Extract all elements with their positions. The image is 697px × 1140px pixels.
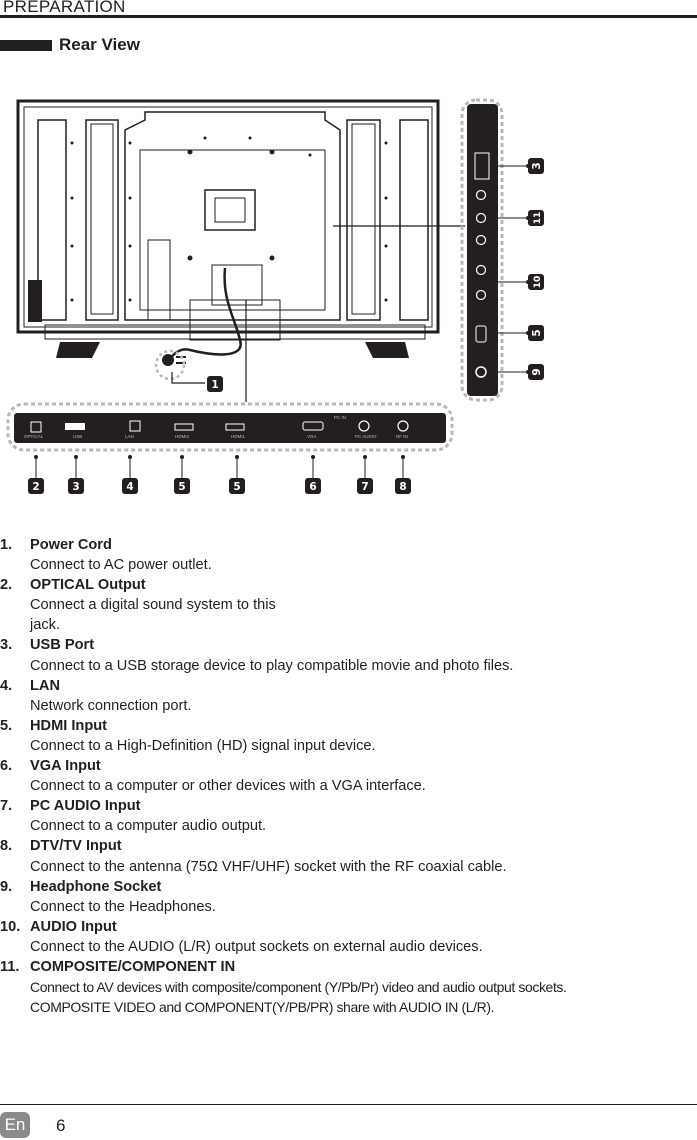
svg-text:5: 5: [233, 481, 240, 493]
item-name: DTV/TV Input: [30, 838, 122, 855]
item-name: COMPOSITE/COMPONENT IN: [30, 958, 236, 975]
callout-badge-6: 6: [305, 478, 321, 494]
svg-text:7: 7: [361, 481, 368, 493]
item-description: Connect to a computer audio output.: [30, 818, 267, 835]
port-label-lan: LAN: [125, 434, 134, 439]
item-description: Connect to a High-Definition (HD) signal…: [30, 737, 376, 754]
item-name: HDMI Input: [30, 717, 108, 734]
callout-badge-11: 11: [528, 210, 544, 226]
item-description: Connect to the AUDIO (L/R) output socket…: [30, 938, 483, 955]
svg-text:1: 1: [211, 379, 218, 391]
port-label-rf-in: RF IN: [396, 434, 408, 439]
port-label-usb: USB: [73, 434, 82, 439]
item-name: PC AUDIO Input: [30, 798, 141, 815]
callout-badge-1: 1: [207, 376, 223, 392]
port-label-optical: OPTICAL: [24, 434, 44, 439]
callout-badge-5-side: 5: [528, 325, 544, 341]
callout-badge-3-side: 3: [528, 158, 544, 174]
svg-text:4: 4: [126, 481, 133, 493]
list-item: 9. Headphone Socket Connect to the Headp…: [0, 877, 697, 917]
tv-rear-view-diagram: OPTICAL USB LAN HDMI2 HDMI1 VGA PC IN PC…: [6, 98, 544, 494]
svg-text:8: 8: [399, 481, 406, 493]
section-marker-bar: [0, 40, 52, 51]
item-name: Power Cord: [30, 537, 112, 553]
svg-text:9: 9: [531, 368, 543, 375]
item-description: Connect to AC power outlet.: [30, 557, 212, 574]
list-item: 8. DTV/TV Input Connect to the antenna (…: [0, 836, 697, 876]
svg-text:10: 10: [533, 276, 543, 289]
item-description: Connect to AV devices with composite/com…: [30, 979, 567, 996]
list-item: 10. AUDIO Input Connect to the AUDIO (L/…: [0, 917, 697, 957]
item-name: USB Port: [30, 637, 95, 654]
list-item: 3. USB Port Connect to a USB storage dev…: [0, 635, 697, 675]
callout-badge-5b: 5: [229, 478, 245, 494]
list-item: 7. PC AUDIO Input Connect to a computer …: [0, 796, 697, 836]
item-number: 3.: [0, 637, 13, 654]
item-number: 8.: [0, 838, 13, 855]
callout-badge-4: 4: [122, 478, 138, 494]
svg-text:5: 5: [178, 481, 185, 493]
section-title: Rear View: [59, 35, 140, 54]
item-description: Network connection port.: [30, 697, 192, 714]
item-number: 11.: [0, 958, 20, 975]
section-header: PREPARATION: [3, 0, 126, 16]
list-item: 11. COMPOSITE/COMPONENT IN Connect to AV…: [0, 957, 697, 1017]
port-label-pc-audio: PC AUDIO: [355, 434, 377, 439]
header-rule: [0, 15, 697, 18]
port-label-vga: VGA: [307, 434, 317, 439]
svg-text:2: 2: [32, 481, 39, 493]
item-name: Headphone Socket: [30, 878, 162, 895]
item-number: 9.: [0, 878, 13, 895]
item-name: VGA Input: [30, 758, 101, 775]
svg-text:3: 3: [531, 162, 543, 169]
page-number: 6: [56, 1116, 66, 1135]
footer-rule: [0, 1104, 697, 1105]
callout-badge-9: 9: [528, 364, 544, 380]
item-description-cont: jack.: [30, 617, 61, 634]
callout-badge-2: 2: [28, 478, 44, 494]
svg-text:3: 3: [72, 481, 79, 493]
callout-badge-7: 7: [357, 478, 373, 494]
item-name: AUDIO Input: [30, 918, 117, 935]
callout-badge-5a: 5: [174, 478, 190, 494]
svg-text:6: 6: [309, 481, 316, 493]
item-description: Connect to a computer or other devices w…: [30, 778, 426, 795]
svg-text:11: 11: [533, 212, 543, 225]
list-item: 4. LAN Network connection port.: [0, 676, 697, 716]
port-label-hdmi1: HDMI1: [231, 434, 245, 439]
port-description-list: 1. Power Cord Connect to AC power outlet…: [0, 535, 697, 1017]
item-number: 4.: [0, 677, 13, 694]
item-number: 2.: [0, 577, 13, 594]
callout-badge-10: 10: [528, 274, 544, 290]
item-description: Connect a digital sound system to this: [30, 597, 276, 614]
item-number: 10.: [0, 918, 21, 935]
port-label-pc-in: PC IN: [334, 415, 346, 420]
list-item: 2. OPTICAL Output Connect a digital soun…: [0, 575, 697, 635]
item-number: 6.: [0, 758, 13, 775]
svg-text:5: 5: [531, 329, 543, 336]
list-item: 1. Power Cord Connect to AC power outlet…: [0, 535, 697, 575]
port-label-hdmi2: HDMI2: [175, 434, 189, 439]
list-item: 5. HDMI Input Connect to a High-Definiti…: [0, 716, 697, 756]
list-item: 6. VGA Input Connect to a computer or ot…: [0, 756, 697, 796]
item-description: Connect to the antenna (75Ω VHF/UHF) soc…: [30, 858, 507, 875]
item-number: 5.: [0, 717, 13, 734]
item-name: OPTICAL Output: [30, 577, 146, 594]
callout-badge-3: 3: [68, 478, 84, 494]
item-number: 7.: [0, 798, 13, 815]
item-description: Connect to the Headphones.: [30, 898, 216, 915]
item-name: LAN: [30, 677, 60, 694]
item-description-cont: COMPOSITE VIDEO and COMPONENT(Y/PB/PR) s…: [30, 999, 495, 1016]
callout-badge-8: 8: [395, 478, 411, 494]
language-badge: En: [0, 1112, 30, 1138]
item-description: Connect to a USB storage device to play …: [30, 657, 514, 674]
item-number: 1.: [0, 537, 13, 553]
